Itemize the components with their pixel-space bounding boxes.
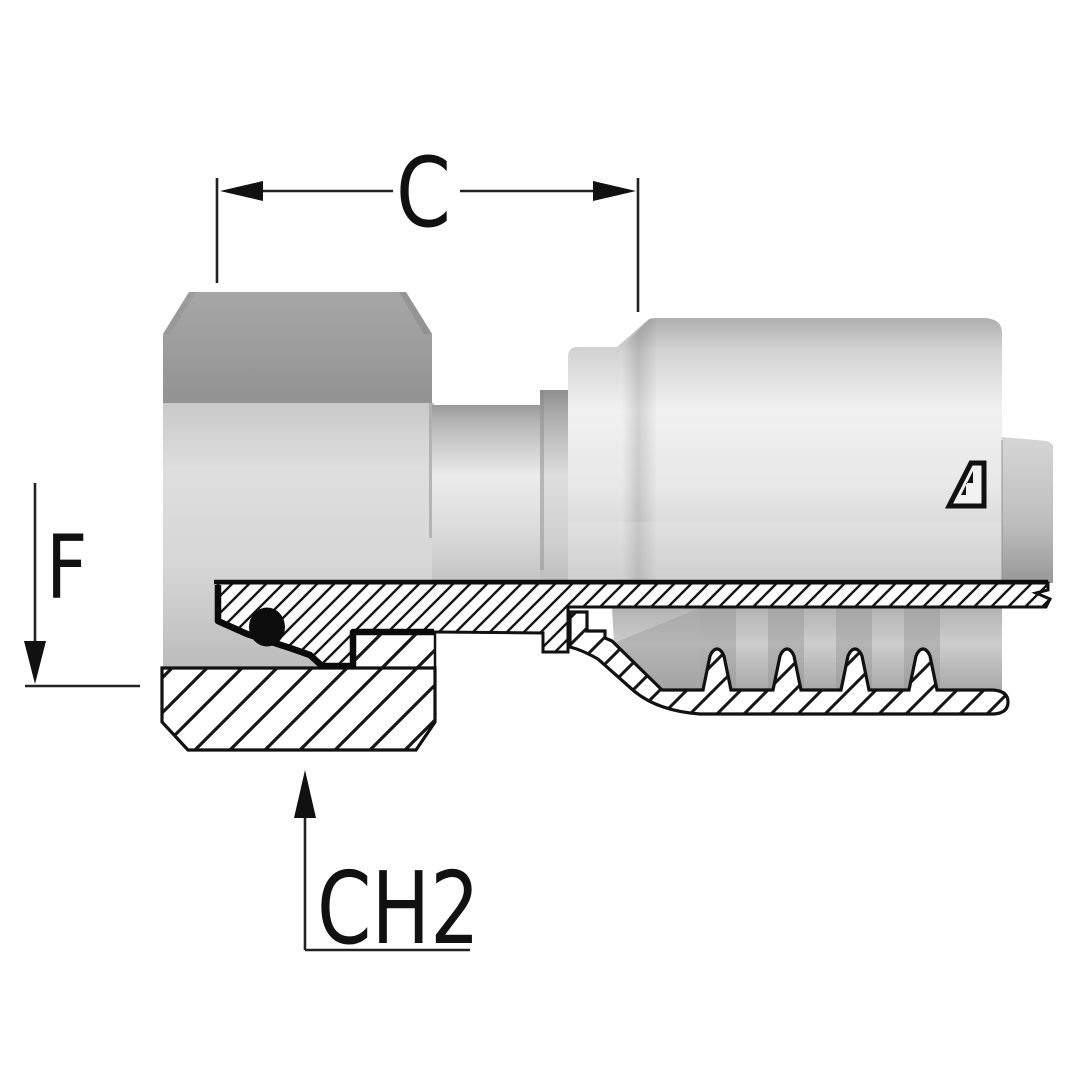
c-arrow-left [220,181,263,201]
swivel-collar [540,390,568,583]
manufacturer-logo-icon [944,460,987,509]
swivel-nut [163,292,434,668]
hose-end [1002,437,1053,583]
ferrule-shell [568,318,1003,583]
ch2-dimension [294,770,470,952]
nut-section-hatch [160,666,437,752]
shell-section-hatch [568,610,1010,716]
nut-hex-top-face [163,292,432,403]
ch2-arrow-up [294,770,316,818]
f-arrow-down [24,641,46,684]
c-dimension [215,178,640,312]
ch2-dimension-label: CH2 [317,852,480,968]
nut-thread-section [351,630,437,670]
f-dimension-label: F [46,516,88,619]
c-dimension-label: C [396,137,451,249]
f-dimension [24,483,140,688]
hose-rubber [612,607,1002,690]
nut-seat-contour [214,585,434,670]
c-arrow-right [593,181,636,201]
o-ring-seal [249,607,285,647]
